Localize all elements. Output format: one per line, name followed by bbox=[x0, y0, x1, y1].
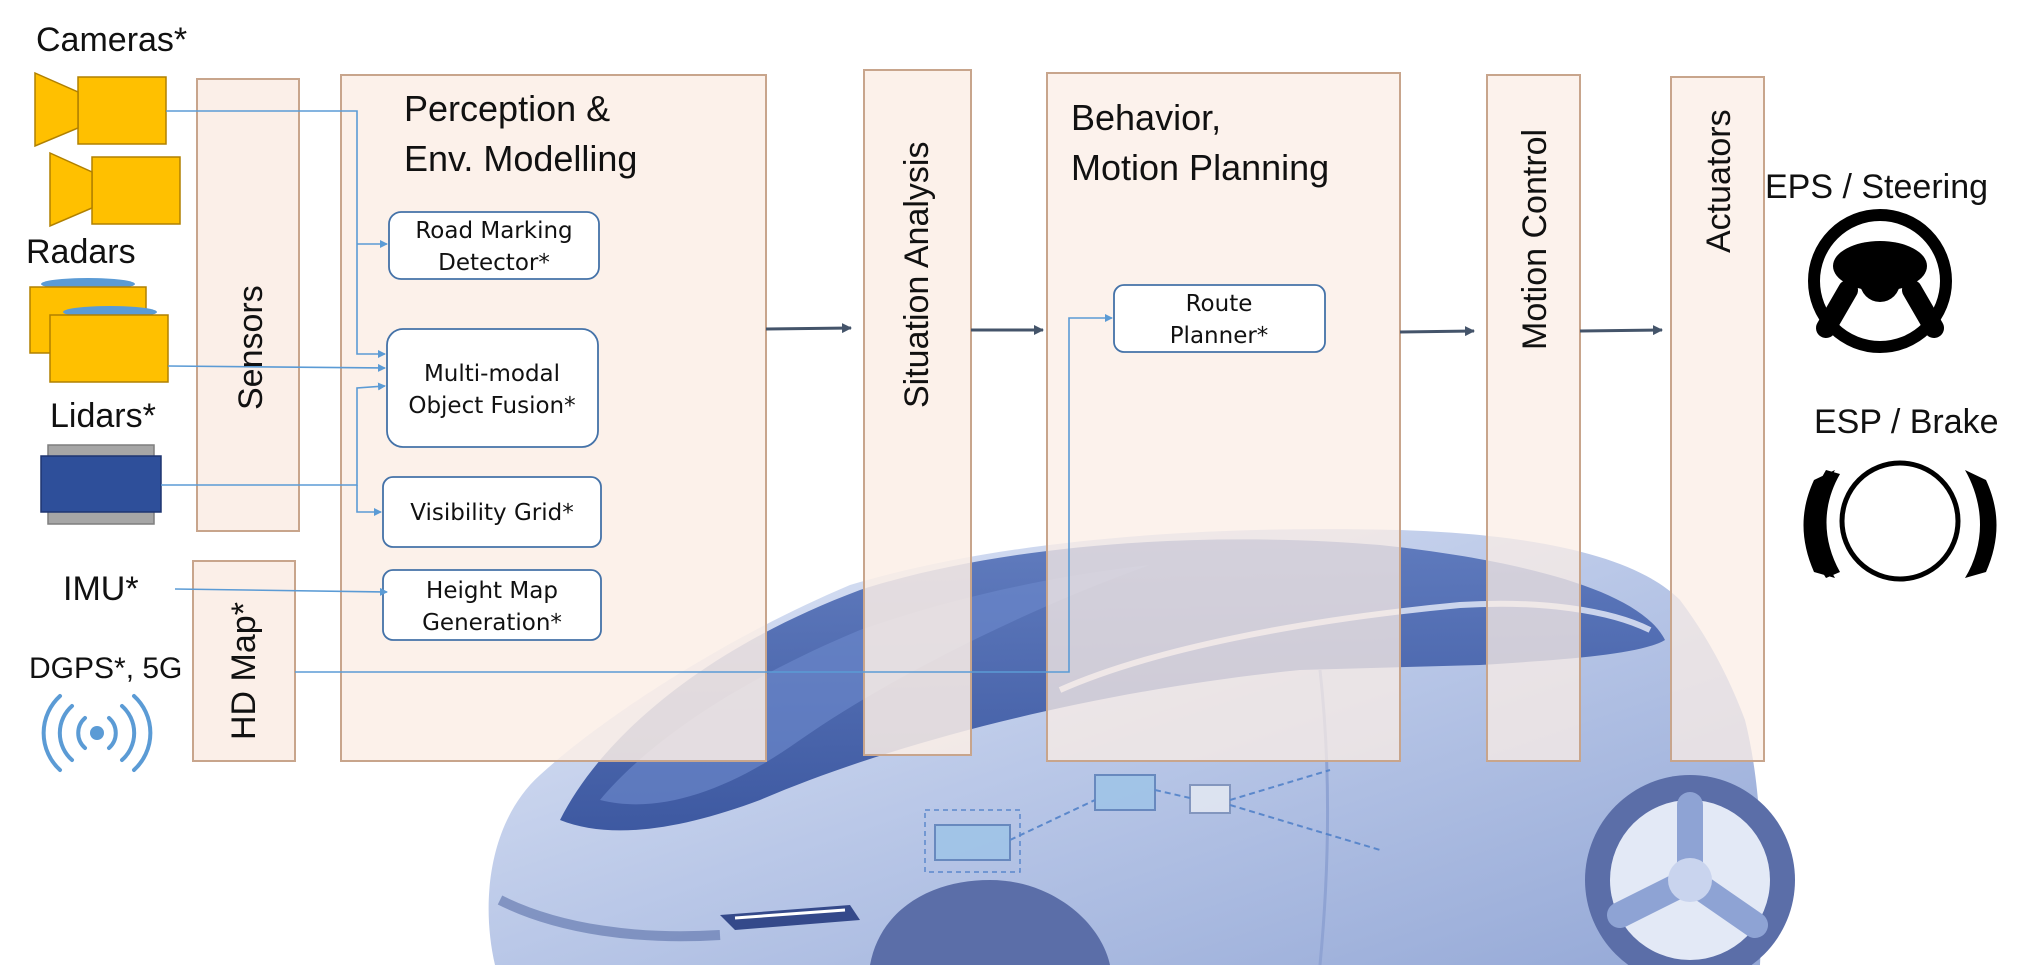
lidar-icon bbox=[40, 444, 162, 525]
route-planner-box bbox=[1113, 284, 1326, 353]
camera-icon bbox=[34, 71, 167, 148]
height-map-label-line2: Generation* bbox=[422, 610, 562, 636]
behavior-column bbox=[1046, 72, 1401, 762]
cameras-label: Cameras* bbox=[36, 21, 187, 59]
brake-label: ESP / Brake bbox=[1814, 403, 1999, 441]
lidars-label: Lidars* bbox=[50, 397, 156, 435]
visibility-grid-box bbox=[382, 476, 602, 548]
motion-control-label: Motion Control bbox=[1516, 129, 1554, 350]
steering-wheel-icon bbox=[1808, 209, 1952, 353]
hd-map-column bbox=[192, 560, 296, 762]
flow-arrows bbox=[765, 323, 1663, 337]
perception-title-line1: Perception & bbox=[404, 88, 610, 129]
wireless-signal-icon bbox=[41, 694, 153, 772]
steering-label: EPS / Steering bbox=[1765, 168, 1988, 206]
fusion-label-line2: Object Fusion* bbox=[408, 393, 575, 419]
radars-label: Radars bbox=[26, 233, 136, 271]
object-fusion-box bbox=[386, 328, 599, 448]
behavior-title-line1: Behavior, bbox=[1071, 97, 1221, 138]
situation-analysis-label: Situation Analysis bbox=[898, 142, 936, 409]
hd-map-label: HD Map* bbox=[225, 602, 263, 740]
dgps-label: DGPS*, 5G bbox=[29, 652, 182, 685]
road-marking-detector-box bbox=[388, 211, 600, 280]
camera-icon bbox=[49, 151, 181, 228]
actuators-column bbox=[1670, 76, 1765, 762]
road-marking-label-line1: Road Marking bbox=[415, 218, 572, 244]
sensors-label: Sensors bbox=[232, 285, 270, 410]
actuators-label: Actuators bbox=[1700, 109, 1738, 253]
sensor-connectors bbox=[161, 110, 1113, 673]
brake-disc-icon bbox=[1803, 460, 1997, 582]
road-marking-label-line2: Detector* bbox=[438, 250, 550, 276]
height-map-box bbox=[382, 569, 602, 641]
height-map-label-line1: Height Map bbox=[426, 578, 558, 604]
visibility-grid-label: Visibility Grid* bbox=[410, 500, 573, 526]
sensors-column bbox=[196, 78, 300, 532]
behavior-title-line2: Motion Planning bbox=[1071, 147, 1329, 188]
imu-label: IMU* bbox=[63, 570, 139, 608]
route-planner-label-line1: Route bbox=[1186, 291, 1253, 317]
route-planner-label-line2: Planner* bbox=[1170, 323, 1269, 349]
columns bbox=[192, 69, 1765, 762]
motion-control-column bbox=[1486, 74, 1581, 762]
perception-title-line2: Env. Modelling bbox=[404, 138, 637, 179]
radar-icon bbox=[29, 278, 169, 383]
fusion-label-line1: Multi-modal bbox=[424, 361, 560, 387]
situation-analysis-column bbox=[863, 69, 972, 756]
